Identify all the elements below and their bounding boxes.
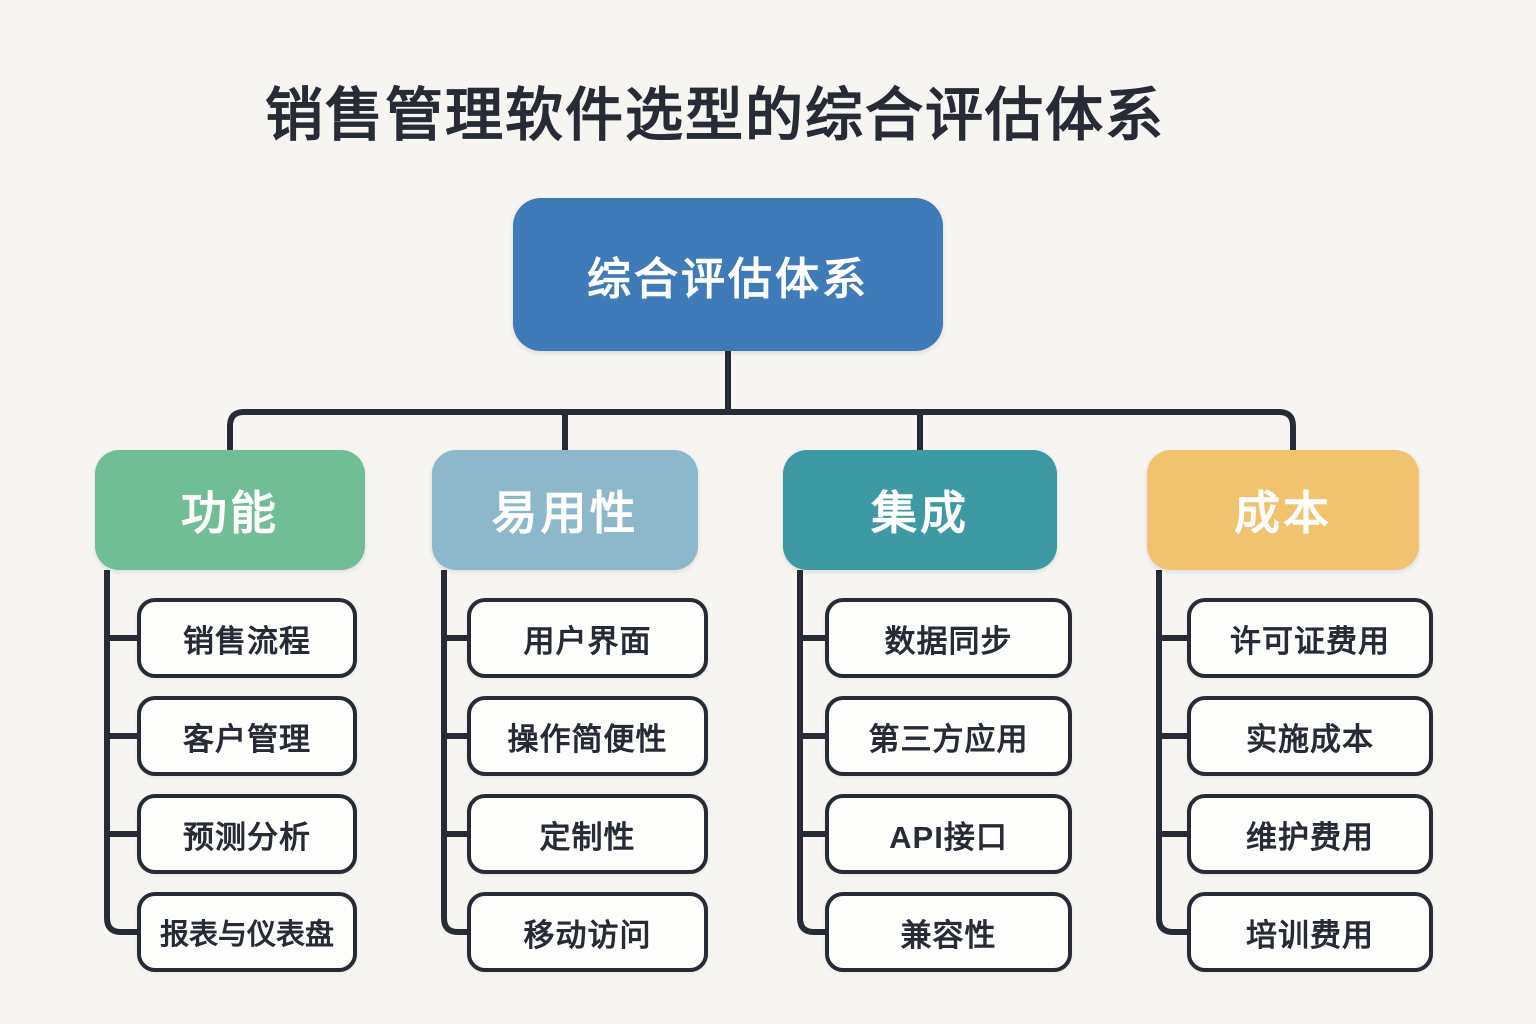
leaf-training: 培训费用	[1187, 892, 1433, 972]
leaf-api: API接口	[825, 794, 1072, 874]
leaf-mobile-access: 移动访问	[467, 892, 708, 972]
bar-left-elbow	[227, 409, 245, 450]
leaf-maintenance: 维护费用	[1187, 794, 1433, 874]
leaf-sales-process: 销售流程	[137, 598, 357, 678]
spine-usability	[441, 570, 467, 935]
stub-cost	[1159, 635, 1187, 837]
leaf-forecast: 预测分析	[137, 794, 357, 874]
bar-right-elbow	[1278, 409, 1296, 450]
stub-integration	[800, 635, 825, 837]
branch-header-usability: 易用性	[432, 450, 698, 570]
branch-header-features: 功能	[95, 450, 365, 570]
leaf-customization: 定制性	[467, 794, 708, 874]
root-node: 综合评估体系	[513, 198, 943, 351]
leaf-data-sync: 数据同步	[825, 598, 1072, 678]
leaf-ease-of-use: 操作简便性	[467, 696, 708, 776]
leaf-ui: 用户界面	[467, 598, 708, 678]
stub-features	[107, 635, 137, 837]
spine-cost	[1156, 570, 1187, 935]
branch-header-integration: 集成	[783, 450, 1057, 570]
leaf-third-party: 第三方应用	[825, 696, 1072, 776]
stub-usability	[444, 635, 467, 837]
leaf-implementation: 实施成本	[1187, 696, 1433, 776]
spine-integration	[797, 570, 825, 935]
leaf-license-fee: 许可证费用	[1187, 598, 1433, 678]
spine-features	[104, 570, 137, 935]
leaf-reports: 报表与仪表盘	[137, 892, 357, 972]
leaf-customer-mgmt: 客户管理	[137, 696, 357, 776]
branch-header-cost: 成本	[1147, 450, 1419, 570]
leaf-compatibility: 兼容性	[825, 892, 1072, 972]
page-title: 销售管理软件选型的综合评估体系	[264, 83, 1166, 148]
